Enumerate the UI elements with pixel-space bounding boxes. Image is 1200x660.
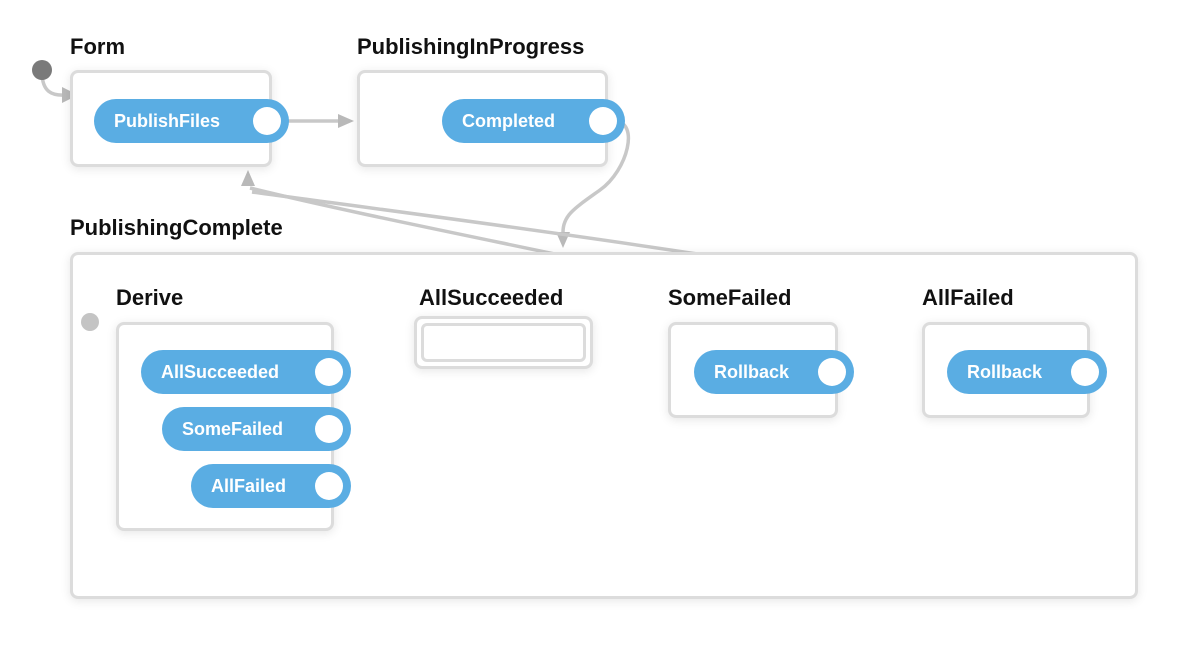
state-title-form: Form bbox=[70, 34, 125, 59]
state-title-publishing-in-progress: PublishingInProgress bbox=[357, 34, 585, 59]
event-handle-icon bbox=[253, 107, 281, 135]
arrow-completed bbox=[556, 232, 570, 248]
event-handle-icon bbox=[315, 415, 343, 443]
event-publishfiles-button[interactable]: PublishFiles bbox=[94, 99, 289, 143]
event-handle-icon bbox=[315, 358, 343, 386]
event-label: Rollback bbox=[714, 361, 790, 382]
event-label: AllFailed bbox=[211, 475, 287, 496]
event-completed-button[interactable]: Completed bbox=[442, 99, 625, 143]
event-label: AllSucceeded bbox=[161, 361, 280, 382]
state-title-all-succeeded: AllSucceeded bbox=[419, 285, 564, 310]
arrow-rollback-form bbox=[241, 170, 255, 186]
state-title-publishing-complete: PublishingComplete bbox=[70, 215, 283, 240]
state-title-all-failed: AllFailed bbox=[922, 285, 1014, 310]
state-title-derive: Derive bbox=[116, 285, 184, 310]
event-label: PublishFiles bbox=[114, 110, 221, 131]
arrow-publishfiles bbox=[338, 114, 354, 128]
event-allfailed-rollback-button[interactable]: Rollback bbox=[947, 350, 1107, 394]
event-handle-icon bbox=[589, 107, 617, 135]
event-derive-allfailed-button[interactable]: AllFailed bbox=[191, 464, 351, 508]
event-handle-icon bbox=[1071, 358, 1099, 386]
state-title-some-failed: SomeFailed bbox=[668, 285, 792, 310]
event-label: SomeFailed bbox=[182, 418, 284, 439]
initial-state-indicator-derive bbox=[81, 313, 99, 331]
event-label: Completed bbox=[462, 110, 556, 131]
state-all-succeeded-final-ring bbox=[421, 323, 586, 362]
event-derive-somefailed-button[interactable]: SomeFailed bbox=[162, 407, 351, 451]
initial-state-indicator bbox=[32, 60, 52, 80]
event-somefailed-rollback-button[interactable]: Rollback bbox=[694, 350, 854, 394]
event-handle-icon bbox=[818, 358, 846, 386]
event-handle-icon bbox=[315, 472, 343, 500]
event-derive-allsucceeded-button[interactable]: AllSucceeded bbox=[141, 350, 351, 394]
event-label: Rollback bbox=[967, 361, 1043, 382]
